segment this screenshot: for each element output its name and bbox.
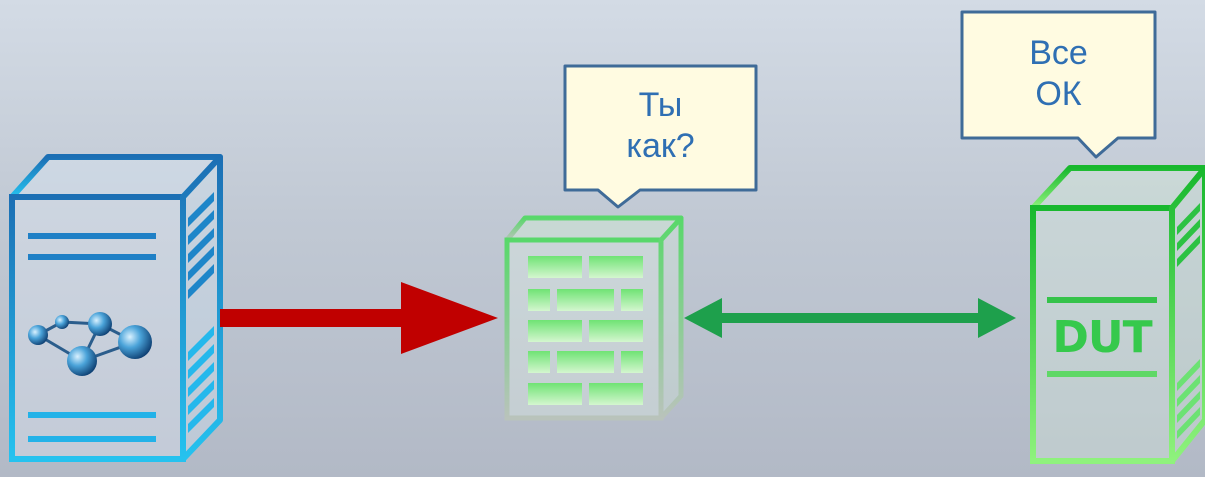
bubble-firewall-line2: как?	[626, 127, 695, 165]
arrow-source-to-firewall	[220, 282, 498, 354]
network-nodes-icon	[28, 312, 152, 376]
bubble-dut	[960, 10, 1157, 159]
arrow-firewall-dut	[684, 298, 1016, 338]
bubble-dut-line2: ОК	[1035, 75, 1082, 113]
bubble-dut-line1: Все	[1029, 34, 1088, 72]
bubble-dut-text: Все ОК	[962, 33, 1155, 115]
dut-server-icon	[1030, 165, 1205, 464]
source-server-icon	[9, 154, 223, 462]
bubble-firewall	[563, 64, 758, 209]
dut-label: DUT	[1052, 312, 1152, 363]
bubble-firewall-line1: Ты	[638, 86, 683, 124]
firewall-icon	[504, 215, 684, 421]
bubble-firewall-text: Ты как?	[565, 85, 756, 167]
